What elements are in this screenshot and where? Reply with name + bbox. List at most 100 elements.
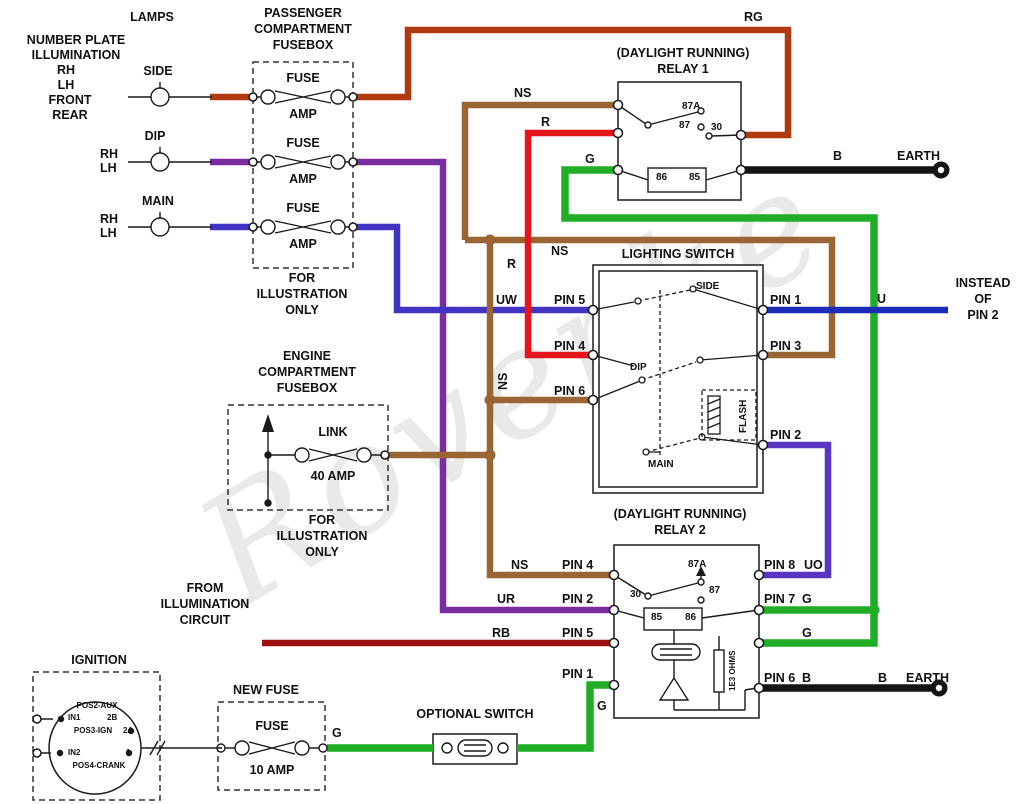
wire-ur [354,158,614,614]
dip-rh-label: RH [100,147,119,161]
terminal [587,304,599,316]
switch-pin5-label: PIN 5 [554,293,586,307]
switch-pin2-label: PIN 2 [770,428,802,442]
relay2-pin2-label: PIN 2 [562,592,594,606]
switch-flash-label: FLASH [738,399,749,433]
wire-label-u: U [877,292,887,306]
component-boxes [432,81,764,765]
fuse3-cap-right [330,219,346,235]
relay2-pin7-label: PIN 7 [764,592,796,606]
terminal [608,604,620,616]
wire-label-b-3: B [878,671,888,685]
wire-label-b-1: B [833,149,843,163]
link-amp-label: 40 AMP [310,469,356,483]
relay2-internals [613,566,760,711]
wires [210,26,948,752]
lighting-switch-box-inner [598,270,758,488]
terminal [608,637,620,649]
number-plate-lh: LH [57,78,75,92]
wire-ns-relay1 [461,101,618,240]
link-cap-right [356,447,372,463]
terminal [612,127,624,139]
wire-label-r-1: R [541,115,551,129]
relay2-lamp-component [651,643,701,661]
wire-uw [354,223,593,314]
contact [697,596,705,604]
new-fuse-symbol [216,740,328,756]
earth-terminals [930,161,950,697]
terminal [608,679,620,691]
contact-dot [57,715,65,723]
new-fuse-cap-left [234,740,250,756]
terminals [248,92,769,694]
wire-label-g-2: G [802,592,812,606]
relay2-87: 87 [709,585,721,596]
number-plate-2: ILLUMINATION [31,48,121,62]
terminal [32,748,42,758]
contact [696,356,704,364]
from-illumination-1: FROM [186,581,224,595]
contact [642,448,650,456]
relay1-title-2: RELAY 1 [657,62,709,76]
terminal [757,439,769,451]
contact [644,121,652,129]
wire-label-rb: RB [492,626,511,640]
main-lh-label: LH [100,226,117,240]
engine-fusebox-title-2: COMPARTMENT [258,365,356,379]
from-illumination-2: ILLUMINATION [160,597,250,611]
link-end-dot [264,499,272,507]
number-plate-rh: RH [56,63,76,77]
ignition-pos2-aux: POS2-AUX [76,701,118,710]
junction-dot [484,449,496,461]
contact-dot [56,749,64,757]
earth-label-2: EARTH [906,671,950,685]
switch-arms-dashed [637,289,701,458]
lighting-switch-title: LIGHTING SWITCH [621,247,735,261]
switch-dip-label: DIP [630,362,647,373]
contact [644,592,652,600]
passenger-note-2: ILLUSTRATION [256,287,348,301]
terminal [735,129,747,141]
relay1-86: 86 [656,172,668,183]
terminal [32,714,42,724]
ignition-box [32,671,161,801]
relay1-links [617,104,742,181]
side-lamp-label: SIDE [143,64,173,78]
engine-link [262,414,381,507]
fuse2-cap-right [330,154,346,170]
terminal [757,304,769,316]
ignition-wires [33,718,222,756]
link-junction-dot [264,451,272,459]
earth-ring-hole [937,166,945,174]
terminal [441,742,453,754]
component-hatch [660,648,692,656]
switch-pin6-label: PIN 6 [554,384,586,398]
contact [705,132,713,140]
ignition-pos3-ign: POS3-IGN [73,726,113,735]
relay1-87: 87 [679,120,691,131]
terminal [753,637,765,649]
main-rh-label: RH [100,212,119,226]
instead-note-1: INSTEAD [955,276,1011,290]
optional-switch-title: OPTIONAL SWITCH [416,707,534,721]
wire-label-b-2: B [802,671,812,685]
terminal [348,157,358,167]
terminal [612,99,624,111]
engine-fusebox-title-1: ENGINE [283,349,331,363]
main-lamp-label: MAIN [142,194,174,208]
terminal [757,349,769,361]
switch-pin1-label: PIN 1 [770,293,802,307]
dip-lh-label: LH [100,161,117,175]
contact-dot [125,749,133,757]
relay1-title-1: (DAYLIGHT RUNNING) [616,46,750,60]
lamp-filaments [128,82,212,232]
earth-ring-hole [935,684,943,692]
contact [689,285,697,293]
terminal [497,742,509,754]
resistor [713,649,725,693]
junction-dot [484,394,496,406]
relay2-87a: 87A [688,559,707,570]
terminal [735,164,747,176]
junctions [484,234,880,616]
wire-g-switch-to-relay [517,681,614,752]
